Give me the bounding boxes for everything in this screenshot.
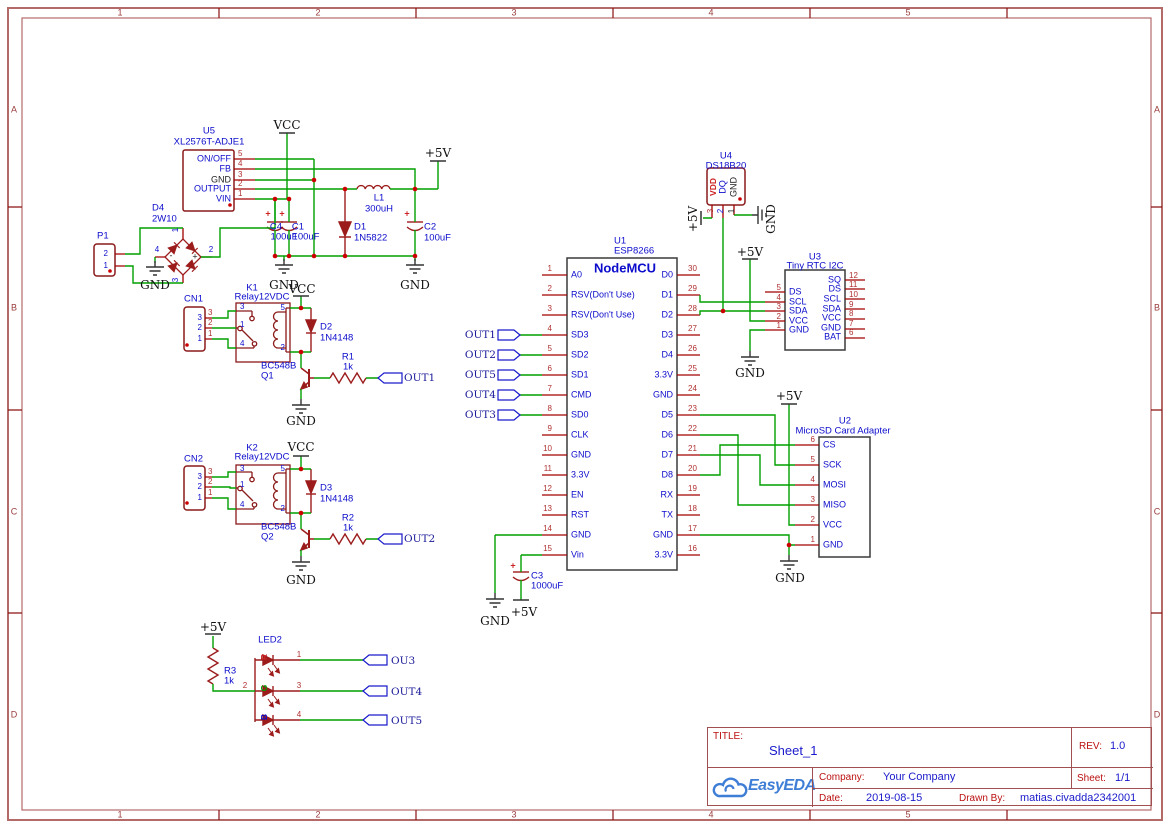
component-u2-microsd[interactable] <box>818 436 871 558</box>
component-d2-diode[interactable] <box>305 307 317 353</box>
power-flag-bars <box>205 132 797 635</box>
component-cn2-connector[interactable] <box>183 465 206 511</box>
component-u4-ds18b20[interactable] <box>706 167 746 206</box>
component-p1-connector[interactable] <box>93 243 116 277</box>
company-cell: Company: Your Company <box>812 768 1071 789</box>
component-d4-bridge[interactable] <box>164 238 202 276</box>
rev-value[interactable]: 1.0 <box>1110 740 1126 752</box>
rev-cell: REV: 1.0 <box>1071 728 1153 768</box>
component-u1-nodemcu[interactable] <box>566 257 678 571</box>
sheet-value[interactable]: 1/1 <box>1115 772 1131 784</box>
sheet-label: Sheet: <box>1077 773 1106 784</box>
component-l1-inductor[interactable] <box>356 184 391 190</box>
title-label: TITLE: <box>713 731 744 742</box>
date-value[interactable]: 2019-08-15 <box>866 792 923 804</box>
sheet-border <box>7 7 1163 821</box>
drawn-by-value[interactable]: matias.civadda2342001 <box>1020 792 1137 804</box>
component-q2-transistor[interactable] <box>299 528 314 552</box>
component-cn1-connector[interactable] <box>183 306 206 352</box>
rev-label: REV: <box>1079 741 1102 752</box>
component-d1-diode[interactable] <box>337 189 353 256</box>
gnd-symbols <box>145 205 799 608</box>
wires[interactable] <box>125 133 795 721</box>
sheet-cell: Sheet: 1/1 <box>1071 768 1153 789</box>
date-cell: Date: 2019-08-15 Drawn By: matias.civadd… <box>812 789 1153 807</box>
component-r2-resistor[interactable] <box>329 533 367 545</box>
component-c3-cap[interactable] <box>512 571 530 582</box>
component-d3-diode[interactable] <box>305 468 317 514</box>
pin-stubs <box>115 158 865 556</box>
component-c2-cap[interactable] <box>406 221 424 232</box>
component-u3-rtc[interactable] <box>784 269 846 351</box>
drawn-by-label: Drawn By: <box>959 793 1006 804</box>
port-flags[interactable] <box>362 329 521 726</box>
component-q1-transistor[interactable] <box>299 367 314 391</box>
component-c1-cap[interactable] <box>280 221 298 232</box>
title-block: TITLE: Sheet_1 REV: 1.0 EasyEDA Company:… <box>707 727 1153 807</box>
component-k1-relay[interactable] <box>235 302 291 363</box>
component-led2-rgb[interactable] <box>254 654 300 737</box>
junction-dots <box>108 177 792 548</box>
component-u5-regulator[interactable] <box>182 149 235 212</box>
component-k2-relay[interactable] <box>235 464 291 525</box>
easyeda-logo-text: EasyEDA <box>748 777 816 794</box>
title-cell: TITLE: Sheet_1 <box>708 728 1071 768</box>
component-r1-resistor[interactable] <box>329 372 367 384</box>
component-r3-resistor[interactable] <box>207 647 219 685</box>
company-value[interactable]: Your Company <box>883 771 956 783</box>
date-label: Date: <box>819 793 843 804</box>
sheet-title[interactable]: Sheet_1 <box>769 743 818 758</box>
logo-cell: EasyEDA <box>708 768 816 807</box>
company-label: Company: <box>819 772 865 783</box>
easyeda-cloud-icon <box>712 777 748 798</box>
